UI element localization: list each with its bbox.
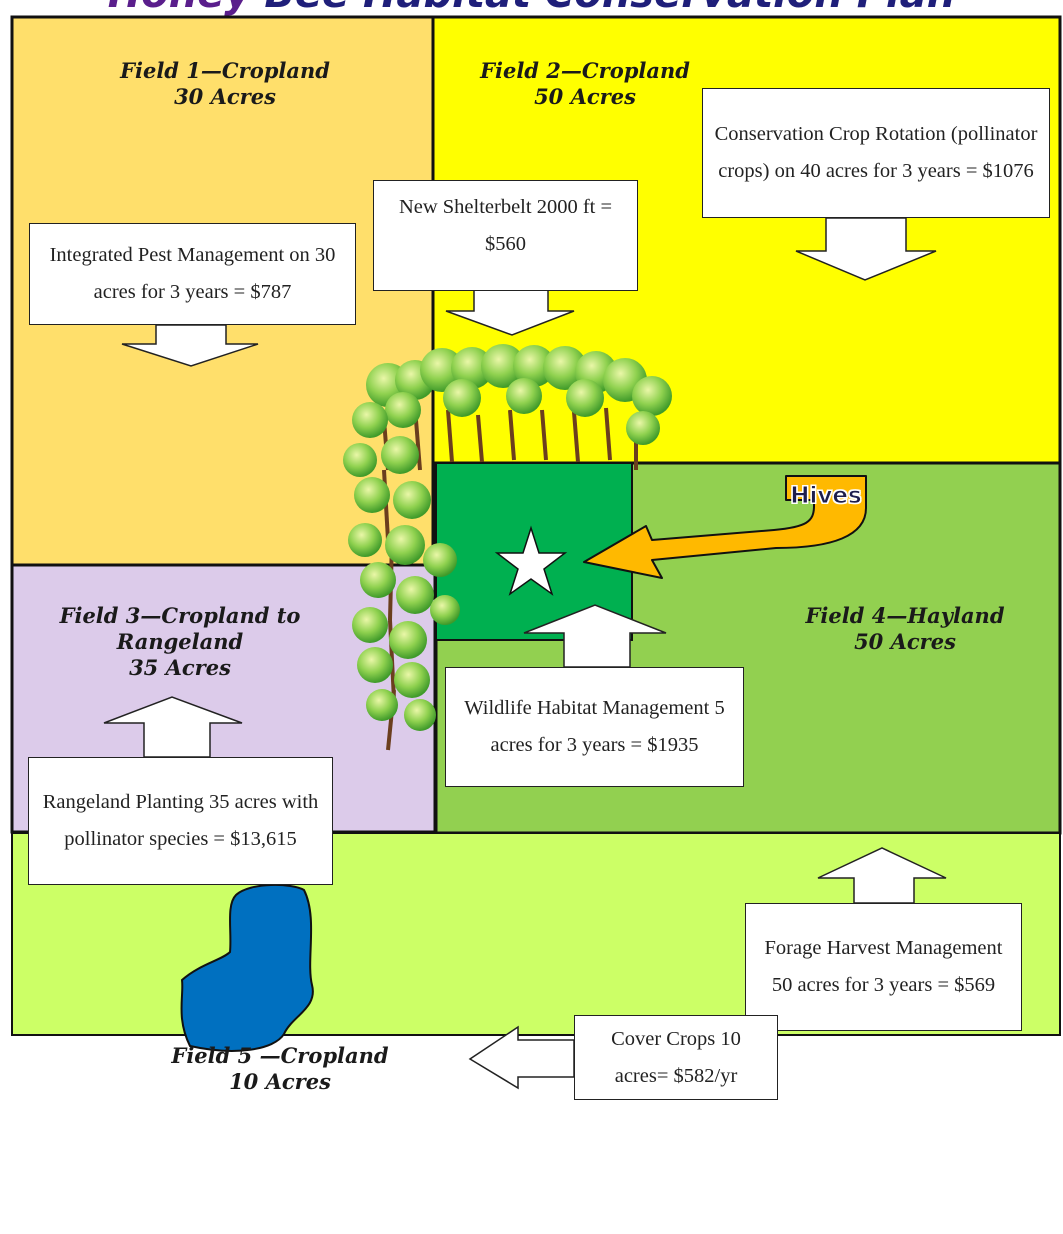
field-1-name: Field 1—Cropland	[120, 58, 330, 83]
field-2-title: Field 2—Cropland 50 Acres	[455, 58, 715, 110]
arrow-crop-rotation	[795, 217, 937, 281]
arrow-rangeland	[103, 696, 243, 758]
field-4-title: Field 4—Hayland 50 Acres	[780, 603, 1030, 655]
field-3-name-2: Rangeland	[116, 629, 244, 654]
arrow-wildlife	[523, 604, 667, 668]
hives-arrow	[583, 475, 867, 579]
arrow-shelterbelt	[445, 289, 575, 336]
field-3-title: Field 3—Cropland to Rangeland 35 Acres	[40, 603, 320, 681]
rangeland-note: Rangeland Planting 35 acres with pollina…	[28, 757, 333, 885]
crop-rotation-note: Conservation Crop Rotation (pollinator c…	[702, 88, 1050, 218]
field-4-acres: 50 Acres	[854, 629, 956, 654]
field-1-title: Field 1—Cropland 30 Acres	[100, 58, 350, 110]
tree-icon-group	[343, 344, 672, 751]
field-3-name: Field 3—Cropland to	[59, 603, 301, 628]
pond-shape	[180, 883, 314, 1052]
shelterbelt-note: New Shelterbelt 2000 ft = $560	[373, 180, 638, 291]
page-title: Honey Bee Habitat Conservation Plan	[0, 0, 1063, 14]
field-4-name: Field 4—Hayland	[805, 603, 1005, 628]
title-rest: Bee Habitat Conservation Plan	[250, 0, 955, 17]
arrow-cover-crops	[468, 1025, 575, 1090]
forage-note: Forage Harvest Management 50 acres for 3…	[745, 903, 1022, 1031]
arrow-forage	[817, 847, 947, 904]
title-prefix: Honey	[108, 0, 251, 17]
star-icon	[494, 525, 568, 596]
field-5-title: Field 5 —Cropland 10 Acres	[150, 1043, 410, 1095]
field-5-acres: 10 Acres	[229, 1069, 331, 1094]
hives-label: Hives	[790, 483, 862, 510]
tree-foliage	[343, 344, 672, 731]
field-1-acres: 30 Acres	[174, 84, 276, 109]
field-2-acres: 50 Acres	[534, 84, 636, 109]
arrow-ipm	[121, 324, 259, 367]
cover-crops-note: Cover Crops 10 acres= $582/yr	[574, 1015, 778, 1100]
ipm-note: Integrated Pest Management on 30 acres f…	[29, 223, 356, 325]
wildlife-note: Wildlife Habitat Management 5 acres for …	[445, 667, 744, 787]
field-5-name: Field 5 —Cropland	[171, 1043, 389, 1068]
field-2-name: Field 2—Cropland	[480, 58, 690, 83]
field-3-acres: 35 Acres	[129, 655, 231, 680]
